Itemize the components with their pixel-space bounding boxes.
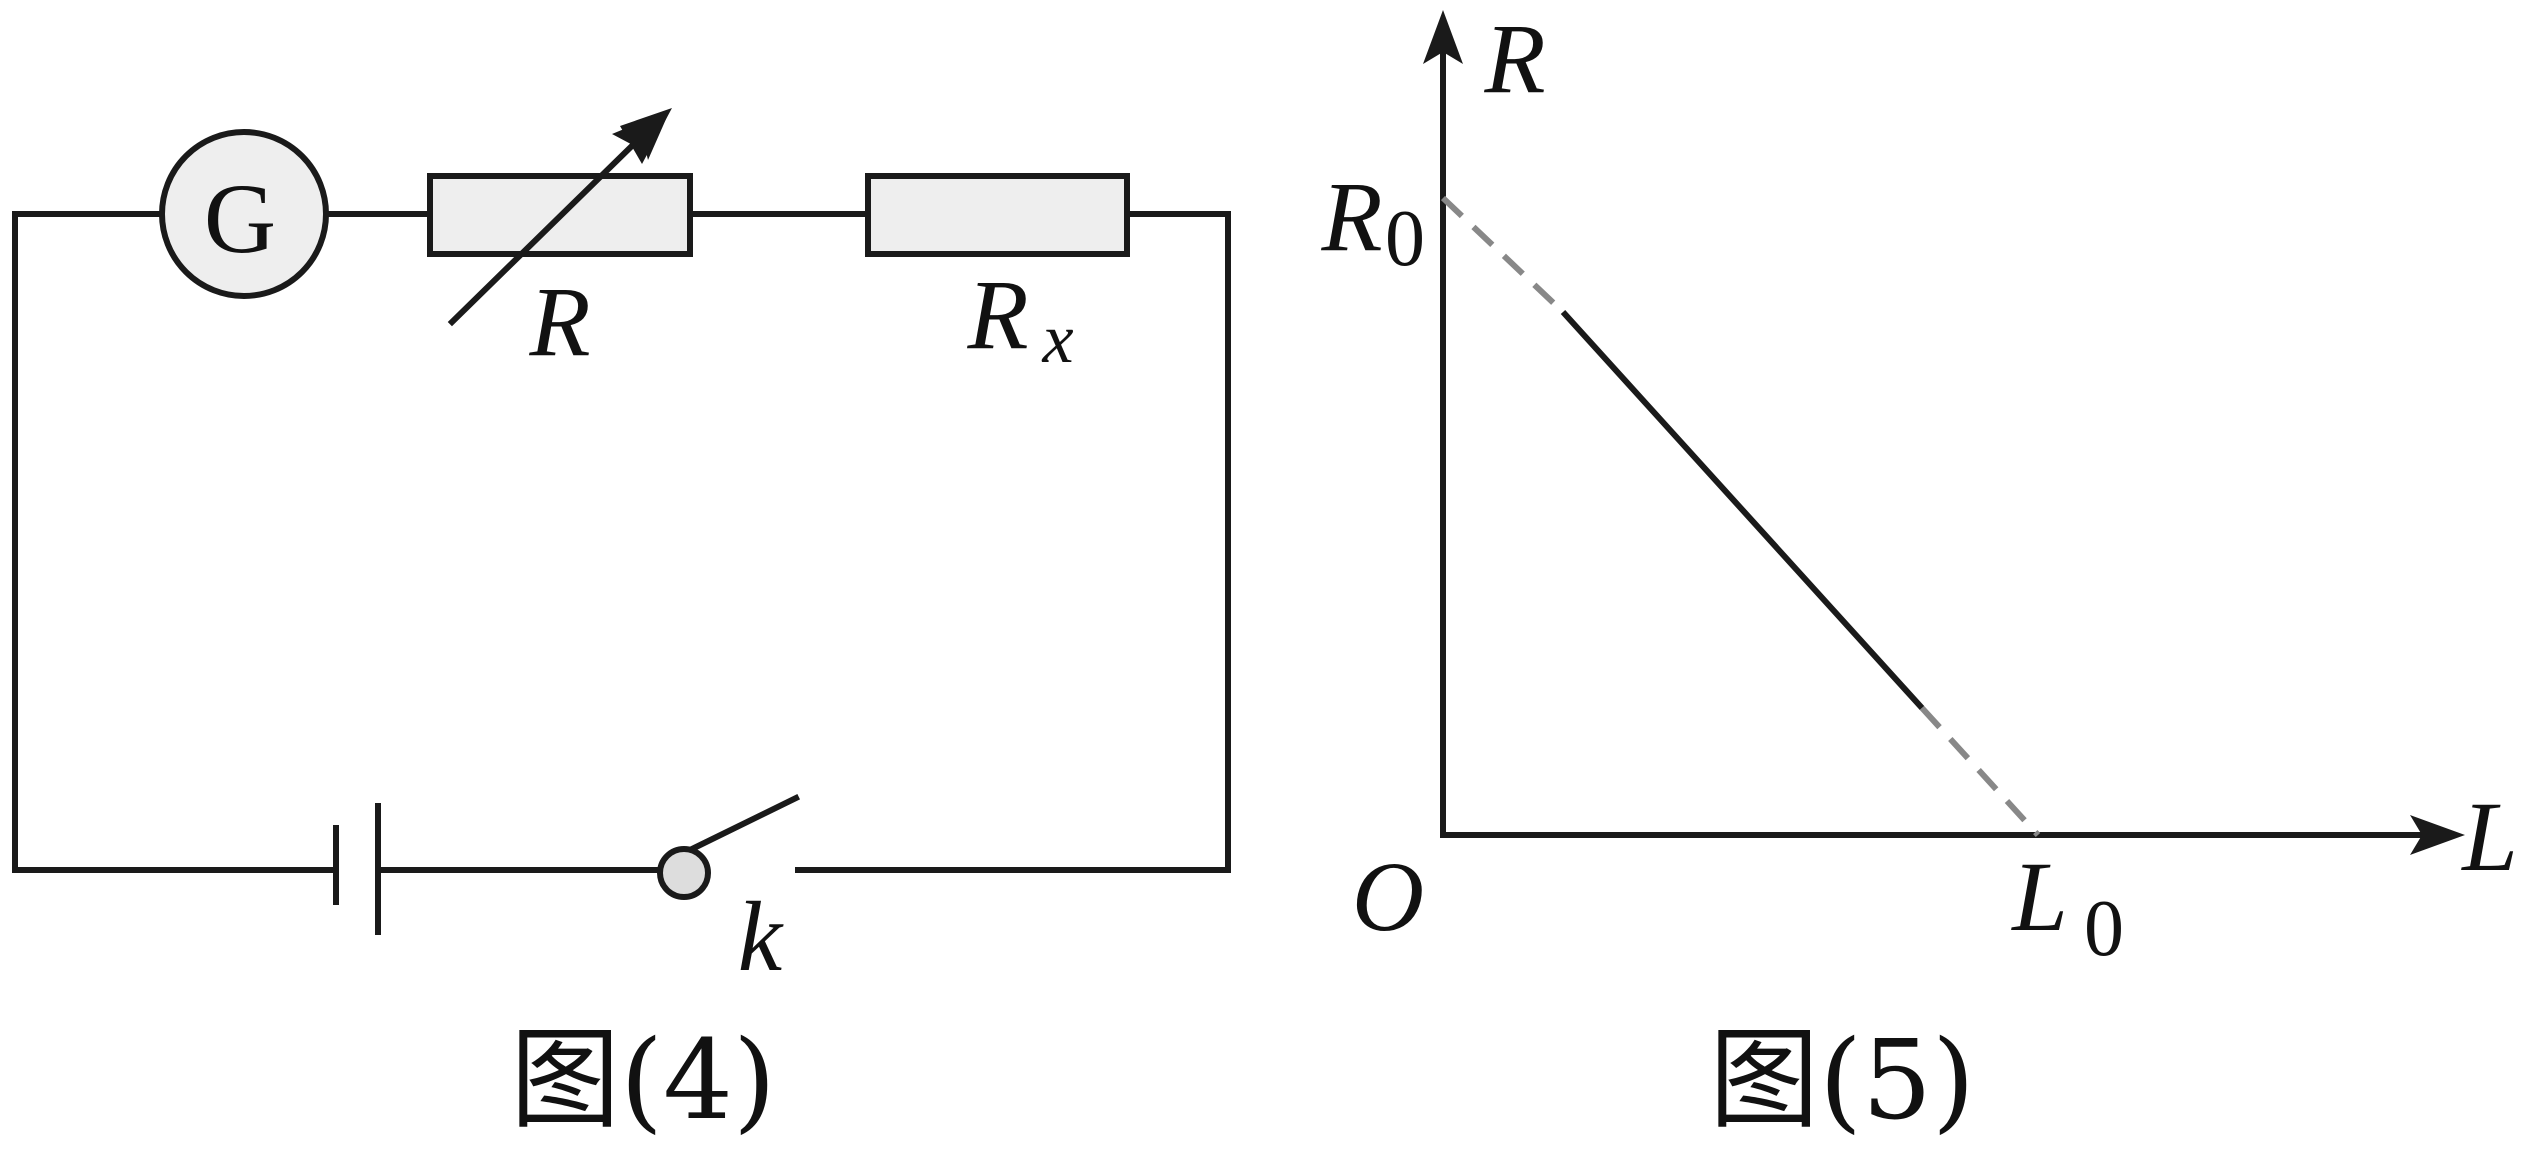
r-l-graph: R L O R 0 L 0 图(5) [1320, 3, 2517, 1144]
figure5-caption: 图(5) [1709, 1016, 1975, 1144]
y-intercept-subscript: 0 [1385, 195, 1425, 283]
resistor-rx: R x [865, 173, 1130, 378]
resistor-rx-body [865, 173, 1130, 257]
dashed-extension-upper [1440, 195, 1566, 315]
galvanometer-circle [159, 129, 329, 299]
y-intercept-label: R [1320, 161, 1382, 272]
switch-pivot [657, 846, 711, 900]
rheostat-arrow-shaft [447, 133, 645, 327]
switch-blade [685, 793, 801, 855]
resistor-rx-label: R [966, 259, 1028, 370]
solid-data-line [1560, 309, 1925, 711]
galvanometer-label: G [204, 163, 276, 274]
figure4-caption: 图(4) [510, 1016, 776, 1144]
rheostat: R [427, 108, 693, 377]
switch-label: k [738, 881, 784, 992]
x-axis-arrow-icon [2410, 815, 2465, 855]
x-intercept-subscript: 0 [2084, 885, 2124, 973]
origin-label: O [1352, 841, 1424, 952]
galvanometer: G [159, 129, 329, 299]
y-axis-arrow-icon [1423, 10, 1463, 64]
resistor-rx-subscript: x [1041, 301, 1073, 378]
rheostat-arrow-tip [620, 108, 672, 164]
x-axis-label: L [2460, 781, 2518, 892]
battery [333, 803, 381, 935]
circuit-diagram: G R R x k 图(4) [12, 108, 1231, 1144]
switch [657, 793, 801, 900]
dashed-extension-lower [1919, 705, 2041, 838]
rheostat-label: R [528, 266, 590, 377]
y-axis-label: R [1483, 3, 1545, 114]
x-intercept-label: L [2010, 841, 2068, 952]
